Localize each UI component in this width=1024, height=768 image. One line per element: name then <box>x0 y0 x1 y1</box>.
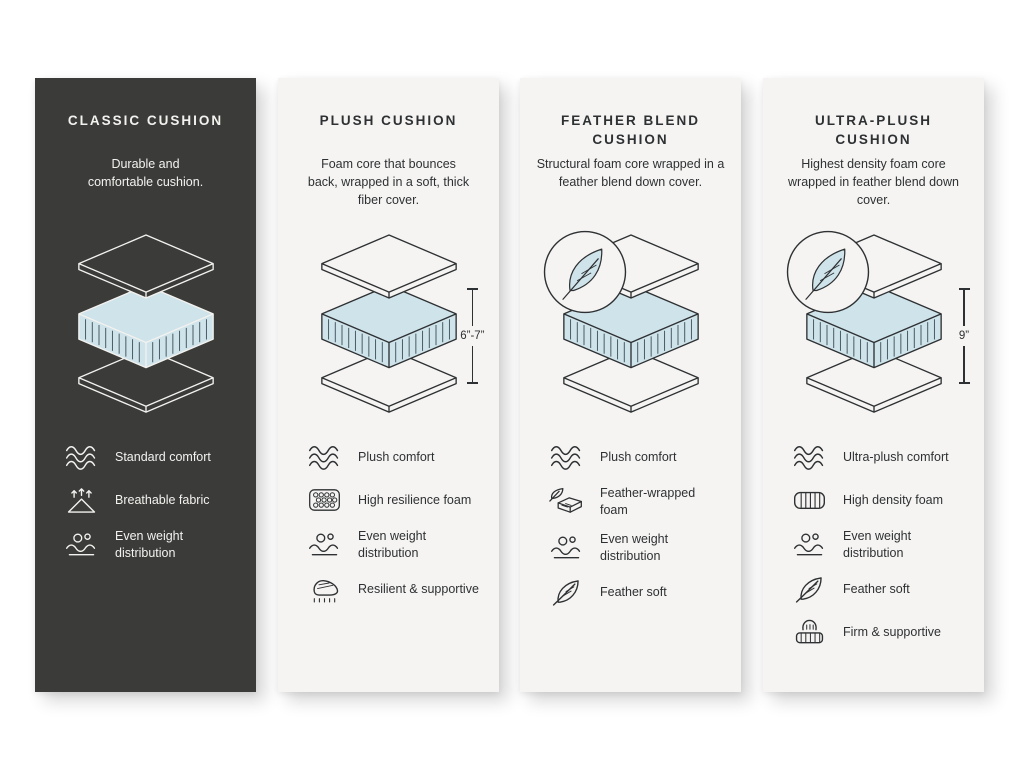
waves-icon <box>63 442 100 472</box>
resilient-supportive-icon <box>306 574 343 604</box>
feather-soft-icon <box>548 577 585 607</box>
card-description: Foam core that bounces back, wrapped in … <box>307 157 470 207</box>
feature-item: Plush comfort <box>548 442 733 472</box>
feature-label: Firm & supportive <box>843 624 941 639</box>
card-title: FEATHER BLEND CUSHION <box>561 113 700 147</box>
card-title: ULTRA-PLUSH CUSHION <box>815 113 932 147</box>
waves-icon <box>306 442 343 472</box>
feature-item: Resilient & supportive <box>306 574 491 604</box>
cushion-diagram <box>543 230 719 424</box>
feature-list: Plush comfort High resilience foam Even … <box>278 442 499 604</box>
feature-label: Feather-wrapped foam <box>600 486 696 517</box>
cushion-layers-illustration <box>62 230 230 418</box>
feather-badge-icon <box>541 228 629 316</box>
feature-label: Feather soft <box>600 584 667 599</box>
feature-item: Even weight distribution <box>548 531 733 564</box>
feature-item: Even weight distribution <box>791 528 976 561</box>
weight-distribution-icon <box>306 530 343 560</box>
cushion-layers-illustration <box>305 230 473 418</box>
feature-label: Ultra-plush comfort <box>843 449 949 464</box>
firm-supportive-icon <box>791 617 828 647</box>
measure-tick-bottom <box>958 382 970 384</box>
feather-badge-icon <box>784 228 872 316</box>
card-description: Durable and comfortable cushion. <box>87 157 204 189</box>
feature-label: Plush comfort <box>358 449 435 464</box>
feature-item: Firm & supportive <box>791 617 976 647</box>
measure-tick-top <box>466 288 478 290</box>
feature-item: Even weight distribution <box>306 528 491 561</box>
weight-distribution-icon <box>548 533 585 563</box>
feature-item: High resilience foam <box>306 485 491 515</box>
feature-item: Breathable fabric <box>63 485 248 515</box>
feature-item: Feather-wrapped foam <box>548 485 733 518</box>
feature-label: Resilient & supportive <box>358 581 479 596</box>
height-label: 6”-7” <box>460 330 485 342</box>
measure-line <box>963 346 965 382</box>
high-density-foam-icon <box>791 485 828 515</box>
weight-distribution-icon <box>791 530 828 560</box>
feature-label: Breathable fabric <box>115 492 210 507</box>
height-indicator: 6”-7” <box>460 288 485 384</box>
feature-label: Even weight distribution <box>843 529 912 560</box>
cushion-diagram <box>58 230 234 424</box>
card-classic-cushion: CLASSIC CUSHION Durable and comfortable … <box>35 78 256 692</box>
feature-item: Ultra-plush comfort <box>791 442 976 472</box>
resilience-foam-icon <box>306 485 343 515</box>
weight-distribution-icon <box>63 530 100 560</box>
feature-item: Plush comfort <box>306 442 491 472</box>
feature-list: Standard comfort Breathable fabric Even … <box>35 442 256 561</box>
feature-item: Standard comfort <box>63 442 248 472</box>
feature-label: Even weight distribution <box>600 532 669 563</box>
card-title: CLASSIC CUSHION <box>67 113 224 128</box>
breathable-fabric-icon <box>63 485 100 515</box>
feature-label: High density foam <box>843 492 944 507</box>
feature-list: Plush comfort Feather-wrapped foam Even … <box>520 442 741 607</box>
feature-label: Even weight distribution <box>358 529 427 560</box>
measure-line <box>471 346 474 382</box>
feature-label: Feather soft <box>843 581 910 596</box>
cushion-diagram: 9” <box>784 228 970 424</box>
waves-icon <box>791 442 828 472</box>
waves-icon <box>548 442 585 472</box>
measure-line <box>963 290 965 326</box>
card-title: PLUSH CUSHION <box>319 113 458 128</box>
card-description: Structural foam core wrapped in a feathe… <box>536 157 725 189</box>
feather-soft-icon <box>791 574 828 604</box>
feature-label: High resilience foam <box>358 492 472 507</box>
feature-label: Even weight distribution <box>115 529 184 560</box>
measure-tick-top <box>958 288 970 290</box>
cushion-diagram: 6”-7” <box>301 230 485 424</box>
card-feather-blend-cushion: FEATHER BLEND CUSHION Structural foam co… <box>520 78 741 692</box>
card-description: Highest density foam core wrapped in fea… <box>788 157 959 207</box>
card-plush-cushion: PLUSH CUSHION Foam core that bounces bac… <box>278 78 499 692</box>
feather-wrapped-foam-icon <box>548 487 585 517</box>
feature-item: Feather soft <box>548 577 733 607</box>
feature-label: Standard comfort <box>115 449 211 464</box>
height-label: 9” <box>958 330 970 342</box>
feature-item: Feather soft <box>791 574 976 604</box>
measure-tick-bottom <box>466 382 478 384</box>
card-ultra-plush-cushion: ULTRA-PLUSH CUSHION Highest density foam… <box>763 78 984 692</box>
feature-item: Even weight distribution <box>63 528 248 561</box>
feature-list: Ultra-plush comfort High density foam Ev… <box>763 442 984 647</box>
feature-item: High density foam <box>791 485 976 515</box>
height-indicator: 9” <box>958 288 970 384</box>
measure-line <box>471 290 474 326</box>
feature-label: Plush comfort <box>600 449 677 464</box>
